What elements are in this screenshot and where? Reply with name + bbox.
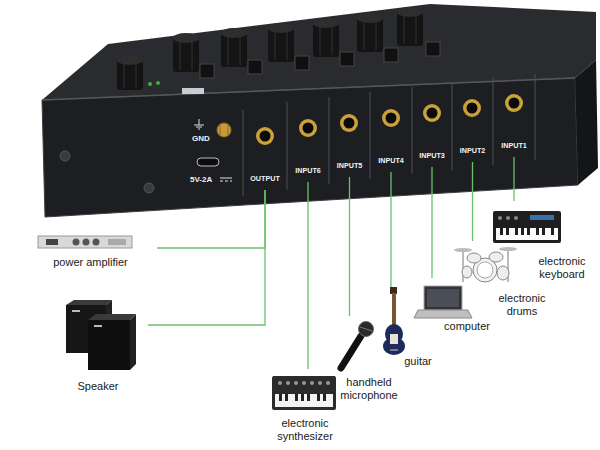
jack xyxy=(382,109,400,127)
device-node: power amplifier xyxy=(28,232,155,274)
knob xyxy=(173,33,214,78)
jacks xyxy=(256,94,523,145)
device-label: guitar xyxy=(398,355,438,368)
port-label: INPUT3 xyxy=(412,151,452,161)
device-node: guitar xyxy=(382,289,440,369)
port-label: INPUT2 xyxy=(452,146,493,156)
knob xyxy=(221,28,262,74)
screw-ridge xyxy=(220,124,221,136)
speaker-icon xyxy=(66,300,136,370)
device-label: Speaker xyxy=(52,380,144,393)
ground-screw xyxy=(217,123,231,137)
connector-line xyxy=(431,167,432,278)
device-node: electronic drums xyxy=(455,243,553,319)
device-label: electronic drums xyxy=(493,292,551,318)
port-label: INPUT6 xyxy=(287,166,329,176)
panel-details xyxy=(60,119,232,193)
device-label: power amplifier xyxy=(28,256,153,269)
ground-symbol xyxy=(194,119,204,129)
device-label: computer xyxy=(438,320,496,333)
connector-line xyxy=(157,190,265,248)
port-label: INPUT4 xyxy=(370,156,412,166)
led xyxy=(148,82,152,86)
jack xyxy=(505,94,523,112)
port-cell: INPUT6 xyxy=(287,107,329,182)
knob xyxy=(357,13,398,62)
computer-icon xyxy=(414,286,472,318)
led xyxy=(156,81,160,85)
synthesizer-icon xyxy=(272,376,336,410)
port-separators xyxy=(243,74,535,196)
knob xyxy=(268,23,309,70)
knobs xyxy=(117,7,440,94)
device-node: computer xyxy=(418,280,498,336)
knob xyxy=(313,18,354,66)
device-label: electronic keyboard xyxy=(532,255,592,281)
device-node: handheld microphone xyxy=(332,318,404,404)
port-cell: INPUT2 xyxy=(452,87,493,162)
port-cell: INPUT1 xyxy=(493,82,535,157)
device-node: electronic synthesizer xyxy=(262,371,348,448)
connector-line xyxy=(513,157,514,201)
device-label: electronic synthesizer xyxy=(270,417,340,443)
keyboard-icon xyxy=(493,211,561,243)
device-node: Speaker xyxy=(52,298,146,398)
screw xyxy=(144,183,154,193)
port-label: OUTPUT xyxy=(243,174,287,184)
connector-line xyxy=(349,177,350,316)
port-cell: INPUT5 xyxy=(329,102,370,177)
device-label: handheld microphone xyxy=(336,376,402,402)
panel-label: GND xyxy=(192,134,210,144)
jack xyxy=(299,119,317,137)
front-panel: GND5V-2AOUTPUTINPUT6INPUT5INPUT4INPUT3IN… xyxy=(42,78,582,218)
port-cell: INPUT4 xyxy=(370,97,412,172)
jack xyxy=(463,99,481,117)
connector-line xyxy=(390,172,391,287)
jack xyxy=(256,127,274,145)
knob xyxy=(397,7,440,56)
housing-side xyxy=(575,60,598,185)
dc-symbol xyxy=(220,178,232,181)
connector-line xyxy=(148,190,265,325)
power-amplifier-icon xyxy=(38,236,132,248)
housing-front xyxy=(42,78,578,217)
usb-c-port xyxy=(197,158,219,166)
panel-label: 5V-2A xyxy=(190,175,212,185)
jack xyxy=(340,114,358,132)
mixer-housing xyxy=(42,4,598,217)
port-cell: INPUT3 xyxy=(412,92,452,167)
screw xyxy=(60,151,70,161)
connector-line xyxy=(472,162,473,241)
screw-ridge xyxy=(228,124,229,136)
microphone-icon xyxy=(341,322,374,369)
guitar-icon xyxy=(383,287,405,355)
knob xyxy=(117,55,143,90)
port-label: INPUT5 xyxy=(329,161,370,171)
port-label: INPUT1 xyxy=(493,141,535,151)
connector-line xyxy=(307,182,308,369)
drums-icon xyxy=(454,247,517,282)
port-cell: OUTPUT xyxy=(243,115,287,190)
logo-plate xyxy=(182,88,204,94)
device-node: electronic keyboard xyxy=(488,203,594,283)
jack xyxy=(423,104,441,122)
